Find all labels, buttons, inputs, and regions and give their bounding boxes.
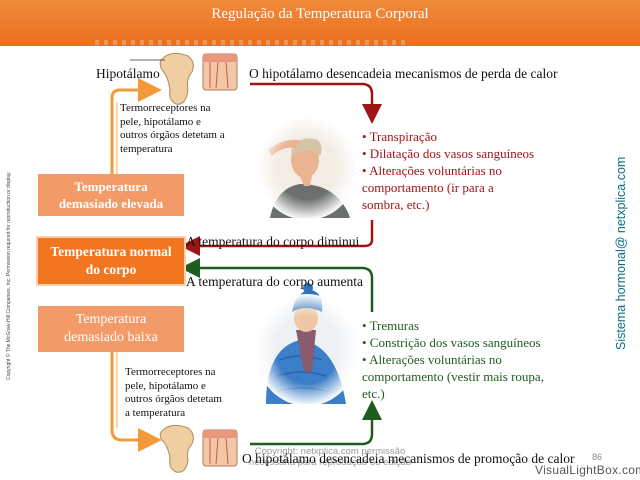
state-low-line: demasiado baixa <box>64 330 158 345</box>
hypothalamus-icon-bottom <box>159 424 194 473</box>
state-box-high: Temperatura demasiado elevada <box>38 174 184 216</box>
receptors-bottom-line: Termorreceptores na <box>125 366 216 378</box>
response-item: • Constrição dos vasos sanguíneos <box>362 335 541 350</box>
cold-person-illustration <box>255 283 359 406</box>
response-item: • Transpiração <box>362 129 437 144</box>
state-normal-line: Temperatura normal <box>50 244 172 259</box>
page-title: Regulação da Temperatura Corporal <box>211 6 429 22</box>
response-item: • Tremuras <box>362 318 419 333</box>
receptors-bottom-line: pele, hipotálamo e <box>125 379 206 392</box>
receptors-text-top: Termorreceptores na pele, hipotálamo e o… <box>120 102 225 156</box>
watermark-line: necessária para reprodução ou edição <box>248 457 412 468</box>
hot-person-illustration <box>257 116 357 220</box>
receptors-top-line: outros órgãos detetam a <box>120 129 225 141</box>
arrow-heat-gain <box>180 258 382 446</box>
heat-gain-responses: • Tremuras • Constrição dos vasos sanguí… <box>362 317 544 402</box>
copyright-notice: Copyright © The McGraw-Hill Companies, I… <box>6 171 12 380</box>
arrow-down-low <box>110 352 162 452</box>
body-temp-increases: A temperatura do corpo aumenta <box>186 274 363 289</box>
response-item: comportamento (vestir mais roupa, <box>362 369 544 384</box>
state-high-line: Temperatura <box>74 179 148 194</box>
state-box-low: Temperatura demasiado baixa <box>38 306 184 352</box>
watermark-line: Copyright: netxplica.com permissão <box>254 446 406 457</box>
hypothalamus-label-top: Hipotálamo <box>96 66 160 81</box>
response-item: • Alterações voluntárias no <box>362 163 502 178</box>
response-item: • Alterações voluntárias no <box>362 352 502 367</box>
response-item: comportamento (ir para a <box>362 180 494 195</box>
receptors-bottom-line: a temperatura <box>125 406 186 419</box>
response-item: sombra, etc.) <box>362 197 430 212</box>
title-bar <box>0 0 640 46</box>
body-temp-decreases: A temperatura do corpo diminui <box>186 234 360 249</box>
arrow-heat-loss <box>180 82 382 256</box>
copyright-watermark: Copyright: netxplica.com permissão neces… <box>230 446 430 468</box>
state-normal-line: do corpo <box>85 262 137 277</box>
hypothalamus-icon-top <box>130 52 194 105</box>
receptors-bottom-line: outros órgãos detetam <box>125 393 222 405</box>
receptors-top-line: pele, hipotálamo e <box>120 115 201 128</box>
side-credit: Sistema hormonal@ netxplica.com <box>614 156 628 350</box>
state-low-line: Temperatura <box>75 312 147 327</box>
skin-icon-top <box>202 53 238 91</box>
heat-loss-caption: O hipotálamo desencadeia mecanismos de p… <box>249 66 558 81</box>
arrow-up-high <box>110 78 162 174</box>
heat-gain-caption: O hipotálamo desencadeia mecanismos de p… <box>242 451 575 466</box>
page-number: 86 <box>592 452 603 462</box>
faint-strip <box>95 40 405 45</box>
heat-loss-responses: • Transpiração • Dilatação dos vasos san… <box>362 128 534 213</box>
receptors-top-line: Termorreceptores na <box>120 102 211 114</box>
state-box-normal: Temperatura normal do corpo <box>36 236 186 286</box>
site-watermark: VisualLightBox.com <box>535 463 640 477</box>
state-high-line: demasiado elevada <box>58 196 164 211</box>
response-item: • Dilatação dos vasos sanguíneos <box>362 146 535 161</box>
receptors-top-line: temperatura <box>120 142 173 155</box>
response-item: etc.) <box>362 386 385 401</box>
receptors-text-bottom: Termorreceptores na pele, hipotálamo e o… <box>125 366 222 420</box>
skin-icon-bottom <box>202 429 238 467</box>
